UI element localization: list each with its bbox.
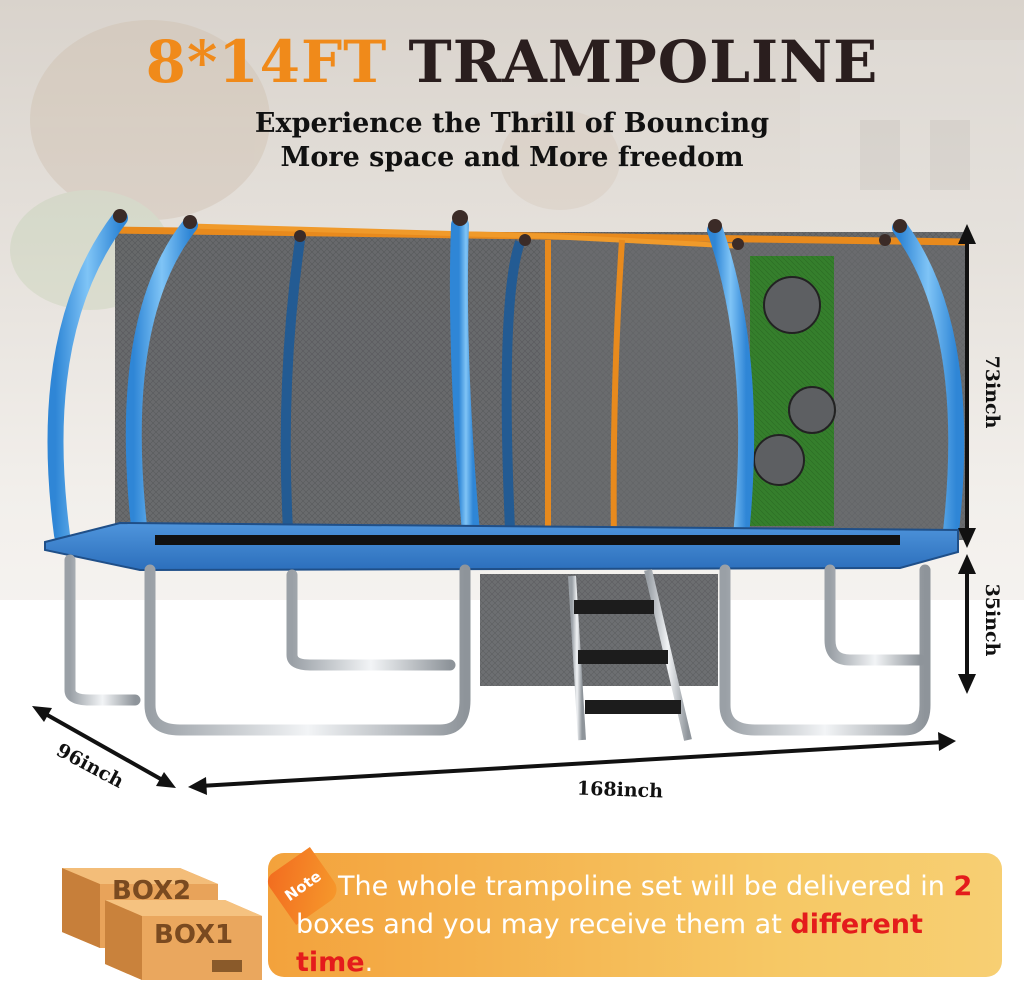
box-label-front: BOX1 — [154, 920, 234, 950]
headline-product: TRAMPOLINE — [408, 28, 879, 96]
ladder — [568, 569, 692, 741]
headline-size: 8*14FT — [145, 28, 388, 96]
dimension-arrows — [32, 224, 976, 795]
note-highlight-time: time — [296, 947, 365, 978]
subtitle-line-2: More space and More freedom — [280, 142, 744, 173]
subtitle-line-1: Experience the Thrill of Bouncing — [254, 108, 770, 139]
dimension-height-lower: 35inch — [981, 583, 1003, 657]
headline: 8*14FT TRAMPOLINE — [0, 28, 1024, 96]
dimension-height-upper: 73inch — [981, 355, 1003, 429]
note-part-1: The whole trampoline set will be deliver… — [338, 871, 945, 902]
delivery-note-text: The whole trampoline set will be deliver… — [296, 868, 996, 982]
delivery-boxes — [62, 868, 262, 980]
background-scenery — [10, 20, 1024, 310]
dimension-length: 168inch — [576, 777, 664, 803]
delivery-note-panel — [268, 853, 1002, 977]
note-highlight-different: different — [790, 909, 923, 940]
note-part-2: boxes and you may receive them at — [296, 909, 791, 940]
note-end: . — [364, 947, 374, 978]
box-label-back: BOX2 — [112, 876, 192, 906]
note-box-count: 2 — [953, 871, 973, 902]
